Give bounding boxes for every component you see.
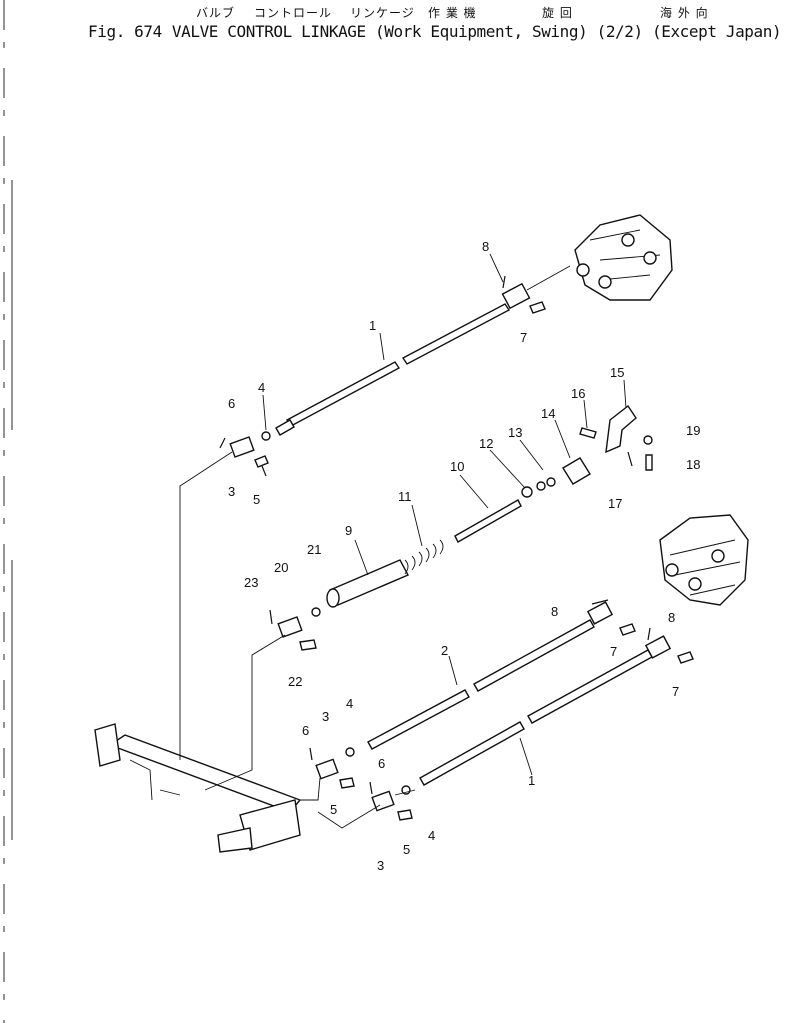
callout-5: 5 bbox=[253, 492, 260, 507]
callout-16: 16 bbox=[571, 386, 585, 401]
callout-3: 3 bbox=[377, 858, 384, 873]
callout-9: 9 bbox=[345, 523, 352, 538]
clevis-upper bbox=[219, 275, 546, 477]
callout-4: 4 bbox=[428, 828, 435, 843]
spring-cylinder-assembly bbox=[326, 404, 653, 608]
callout-17: 17 bbox=[608, 496, 622, 511]
rod-middle bbox=[367, 599, 636, 750]
callout-8: 8 bbox=[482, 239, 489, 254]
callout-1: 1 bbox=[528, 773, 535, 788]
figure-caption: VALVE CONTROL LINKAGE (Work Equipment, S… bbox=[171, 22, 782, 41]
callout-12: 12 bbox=[479, 436, 493, 451]
callout-5: 5 bbox=[403, 842, 410, 857]
rod-lower bbox=[419, 627, 694, 786]
control-valve-upper bbox=[574, 214, 673, 301]
callout-4: 4 bbox=[346, 696, 353, 711]
callout-1: 1 bbox=[369, 318, 376, 333]
callout-23: 23 bbox=[244, 575, 258, 590]
callout-21: 21 bbox=[307, 542, 321, 557]
callout-18: 18 bbox=[686, 457, 700, 472]
callout-5: 5 bbox=[330, 802, 337, 817]
callout-6: 6 bbox=[378, 756, 385, 771]
callout-20: 20 bbox=[274, 560, 288, 575]
callout-3: 3 bbox=[322, 709, 329, 724]
control-valve-lower bbox=[659, 514, 749, 606]
japanese-title: バルブ コントロール リンケージ 作 業 機 旋 回 海 外 向 bbox=[160, 4, 750, 20]
jp-except-japan: 海 外 向 bbox=[660, 6, 709, 20]
callout-7: 7 bbox=[520, 330, 527, 345]
lever-frame bbox=[94, 723, 302, 853]
callout-6: 6 bbox=[302, 723, 309, 738]
scan-edge-marks bbox=[3, 0, 13, 1023]
rod-upper bbox=[275, 265, 571, 436]
callout-15: 15 bbox=[610, 365, 624, 380]
jp-valve: バルブ bbox=[196, 6, 236, 20]
callout-10: 10 bbox=[450, 459, 464, 474]
callout-3: 3 bbox=[228, 484, 235, 499]
jp-linkage: リンケージ bbox=[350, 6, 415, 20]
callout-6: 6 bbox=[228, 396, 235, 411]
callout-14: 14 bbox=[541, 406, 555, 421]
callout-11: 11 bbox=[398, 489, 412, 504]
callout-19: 19 bbox=[686, 423, 700, 438]
callout-4: 4 bbox=[258, 380, 265, 395]
callout-22: 22 bbox=[288, 674, 302, 689]
callout-2: 2 bbox=[441, 643, 448, 658]
jp-work-equipment: 作 業 機 bbox=[428, 6, 477, 20]
callout-8: 8 bbox=[668, 610, 675, 625]
exploded-parts-diagram: 8 7 1 4 6 3 5 15 16 14 13 12 10 19 18 17… bbox=[3, 0, 749, 1023]
callout-13: 13 bbox=[508, 425, 522, 440]
jp-control: コントロール bbox=[254, 6, 333, 20]
figure-title: Fig. 674 VALVE CONTROL LINKAGE (Work Equi… bbox=[88, 22, 791, 41]
figure-number: Fig. 674 bbox=[88, 22, 162, 41]
callout-7: 7 bbox=[672, 684, 679, 699]
jp-swing: 旋 回 bbox=[542, 6, 573, 20]
clevis-middle bbox=[269, 607, 321, 651]
callout-7: 7 bbox=[610, 644, 617, 659]
assembly-lines bbox=[179, 451, 416, 829]
callout-labels: 8 7 1 4 6 3 5 15 16 14 13 12 10 19 18 17… bbox=[228, 239, 700, 873]
callout-8: 8 bbox=[551, 604, 558, 619]
callout-leaders bbox=[262, 253, 627, 776]
clevis-lower bbox=[309, 747, 413, 821]
